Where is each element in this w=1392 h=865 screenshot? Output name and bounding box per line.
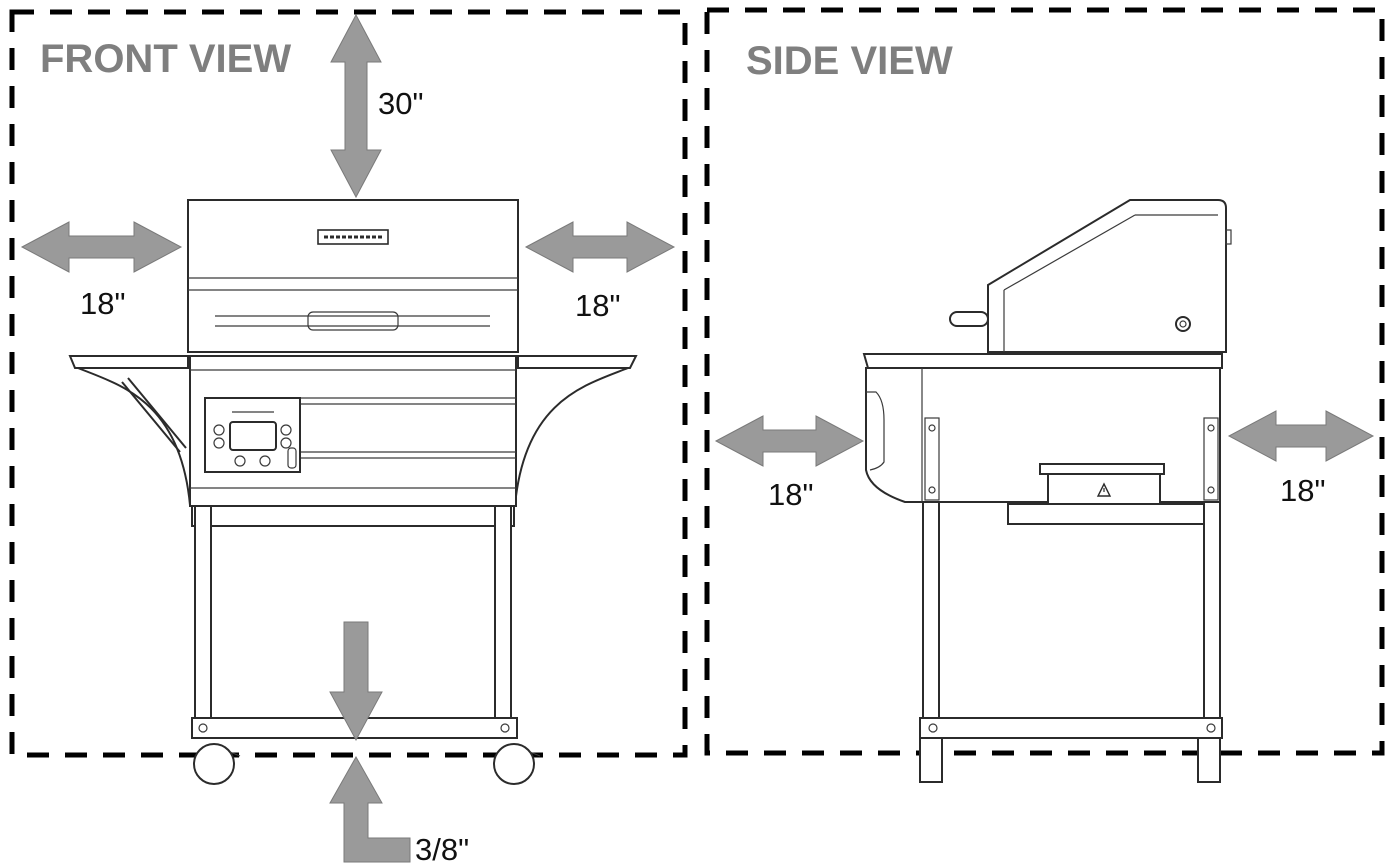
front-left-caster bbox=[193, 743, 235, 785]
side-shelf bbox=[862, 353, 1223, 369]
front-lid bbox=[187, 199, 519, 353]
double-arrow-icon bbox=[1227, 410, 1375, 462]
side-view-boundary bbox=[704, 7, 1385, 756]
side-right-clearance-label: 18" bbox=[1280, 473, 1326, 508]
warning-triangle-icon bbox=[1096, 482, 1112, 497]
front-right-caster bbox=[493, 743, 535, 785]
front-left-clearance-label: 18" bbox=[80, 286, 126, 321]
side-right-caster bbox=[1197, 737, 1221, 783]
front-view-boundary bbox=[9, 9, 688, 758]
side-left-caster bbox=[919, 737, 943, 783]
front-top-clearance-label: 30" bbox=[378, 86, 424, 121]
front-view-title: FRONT VIEW bbox=[40, 37, 291, 81]
front-controller-panel bbox=[204, 397, 301, 473]
front-right-clearance-label: 18" bbox=[575, 288, 621, 323]
down-arrow-icon bbox=[329, 621, 383, 742]
side-lid-handle bbox=[949, 311, 989, 327]
front-right-shelf bbox=[517, 355, 638, 369]
front-bottom-clearance-label: 3/8" bbox=[415, 832, 469, 865]
brand-badge-icon bbox=[317, 229, 389, 245]
front-lower-skirt bbox=[191, 505, 515, 527]
side-lid bbox=[987, 199, 1227, 353]
side-grill-drawing bbox=[862, 199, 1232, 783]
front-right-leg bbox=[494, 505, 512, 721]
up-arrow-icon bbox=[329, 755, 411, 863]
side-bottom-rail bbox=[919, 717, 1223, 739]
side-grease-tray-rim bbox=[1039, 463, 1165, 475]
double-arrow-icon bbox=[330, 13, 382, 199]
side-lower-skirt bbox=[1007, 503, 1205, 525]
double-arrow-icon bbox=[714, 415, 865, 467]
side-hopper-body bbox=[865, 367, 1221, 503]
double-arrow-icon bbox=[20, 221, 183, 273]
front-grill-drawing bbox=[68, 199, 638, 785]
front-left-shelf bbox=[68, 355, 189, 369]
side-left-leg bbox=[922, 501, 940, 719]
front-left-leg bbox=[194, 505, 212, 721]
side-left-clearance-label: 18" bbox=[768, 477, 814, 512]
side-view-title: SIDE VIEW bbox=[746, 39, 953, 83]
double-arrow-icon bbox=[524, 221, 676, 273]
side-right-leg bbox=[1203, 501, 1221, 719]
